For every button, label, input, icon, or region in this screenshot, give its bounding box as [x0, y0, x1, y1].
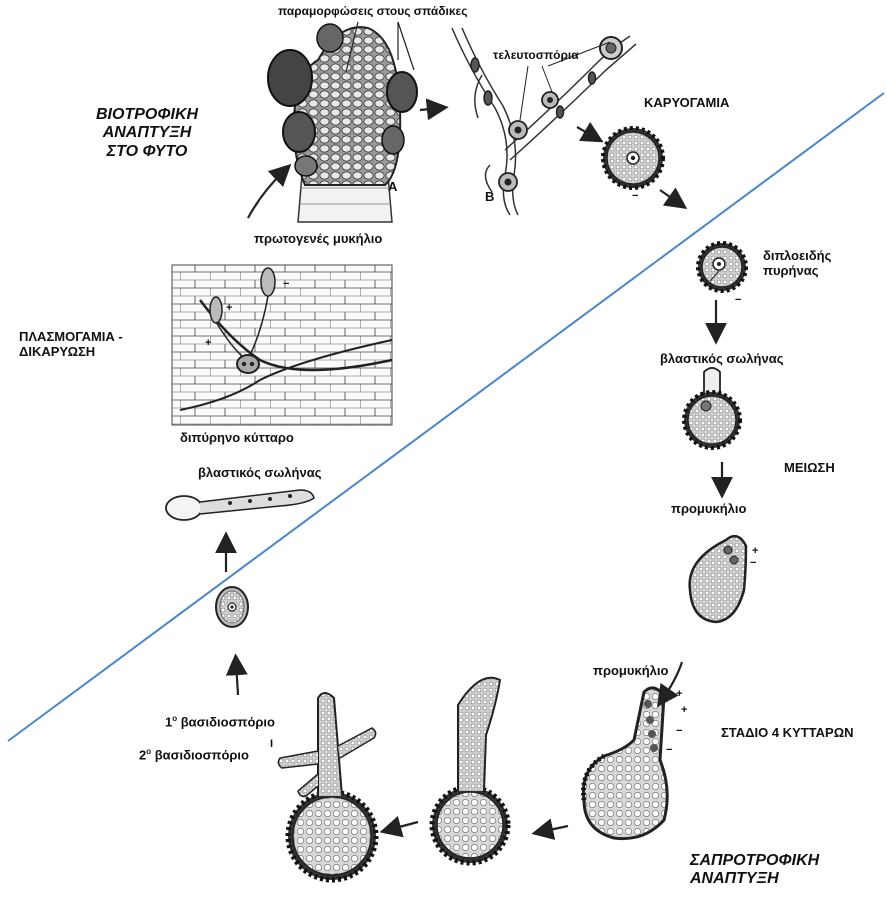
label-promycelium-upper: προμυκήλιο — [671, 502, 746, 517]
teliospore-karyogamy — [603, 128, 663, 188]
arrow-basidium-to-spore — [236, 662, 238, 695]
label-karyogamy: ΚΑΡΥΟΓΑΜΙΑ — [644, 96, 729, 111]
basidium-basidiospores — [278, 693, 376, 880]
promycelium-elongated — [432, 678, 508, 863]
ordinal-rest: βασιδιοσπόριο — [177, 714, 275, 729]
label-meiosis: ΜΕΙΩΣΗ — [784, 461, 835, 476]
phase-saprotrophic-line-2: ΑΝΑΠΤΥΞΗ — [690, 870, 819, 888]
label-germ-tube-lower: βλαστικός σωλήνας — [198, 466, 321, 481]
panel-letter-a: A — [388, 180, 397, 195]
arrow-tissue-to-ear — [248, 170, 285, 218]
label-basidiospore-1: 1ο βασιδιοσπόριο — [165, 714, 275, 730]
arrow-ear-to-hyphae — [420, 108, 440, 110]
marker-minus-karyogamy: − — [632, 190, 638, 203]
label-primary-mycelium: πρωτογενές μυκήλιο — [254, 232, 382, 247]
phase-biotrophic-line-3: ΣΤΟ ΦΥΤΟ — [96, 143, 198, 161]
arrow-elongated-to-basidium — [388, 822, 418, 830]
marker-minus-tissue: − — [283, 278, 289, 291]
phase-biotrophic-line-2: ΑΝΑΠΤΥΞΗ — [96, 124, 198, 142]
teliospore-germ-tube — [684, 368, 740, 448]
marker-plus-promycelium: + — [752, 545, 758, 558]
marker-minus-fourcell-1: − — [676, 725, 682, 738]
marker-plus-tissue-1: + — [226, 302, 232, 315]
marker-plus-fourcell-2: + — [681, 704, 687, 717]
marker-minus-promycelium: − — [750, 557, 756, 570]
arrow-hyphae-to-karyogamy — [577, 127, 596, 138]
arrow-fourcell-to-elongated — [540, 826, 568, 832]
label-diploid-line-2: πυρήνας — [763, 264, 831, 279]
marker-plus-tissue-2: + — [205, 337, 211, 350]
phase-biotrophic-title: ΒΙΟΤΡΟΦΙΚΗ ΑΝΑΠΤΥΞΗ ΣΤΟ ΦΥΤΟ — [96, 106, 198, 161]
label-promycelium-lower: προμυκήλιο — [593, 664, 668, 679]
haploid-basidiospore — [216, 587, 248, 627]
phase-biotrophic-line-1: ΒΙΟΤΡΟΦΙΚΗ — [96, 106, 198, 124]
label-diploid-nucleus: διπλοειδής πυρήνας — [763, 249, 831, 279]
promycelium-stage-one — [690, 536, 746, 622]
label-plasmogamy: ΠΛΑΣΜΟΓΑΜΙΑ - ΔΙΚΑΡΥΩΣΗ — [19, 330, 123, 360]
panel-letter-b: B — [485, 190, 494, 205]
ordinal-rest: βασιδιοσπόριο — [151, 747, 249, 762]
label-teliospores: τελευτοσπόρια — [493, 49, 579, 63]
promycelium-four-cell — [583, 688, 667, 839]
label-diploid-line-1: διπλοειδής — [763, 249, 831, 264]
marker-tick-basidiospore: I — [270, 738, 273, 751]
label-galls: παραμορφώσεις στους σπάδικες — [278, 5, 467, 19]
label-plasmogamy-line-2: ΔΙΚΑΡΥΩΣΗ — [19, 345, 123, 360]
phase-saprotrophic-title: ΣΑΠΡΟΤΡΟΦΙΚΗ ΑΝΑΠΤΥΞΗ — [690, 852, 819, 889]
label-basidiospore-2: 2ο βασιδιοσπόριο — [139, 747, 249, 763]
marker-minus-fourcell-2: − — [666, 744, 672, 757]
arrow-karyogamy-to-diploid — [660, 190, 680, 204]
marker-minus-diploid: − — [735, 294, 741, 307]
label-four-cell-stage: ΣΤΑΔΙΟ 4 ΚΥΤΤΑΡΩΝ — [721, 726, 854, 741]
label-germ-tube-upper: βλαστικός σωλήνας — [660, 352, 783, 367]
teliospore-diploid — [698, 243, 746, 291]
marker-plus-fourcell-1: + — [676, 688, 682, 701]
germinating-basidiospore — [166, 490, 314, 520]
phase-saprotrophic-line-1: ΣΑΠΡΟΤΡΟΦΙΚΗ — [690, 852, 819, 870]
label-binucleate-cell: διπύρηνο κύτταρο — [180, 431, 294, 446]
label-plasmogamy-line-1: ΠΛΑΣΜΟΓΑΜΙΑ - — [19, 330, 123, 345]
phase-divider-line — [8, 93, 884, 741]
